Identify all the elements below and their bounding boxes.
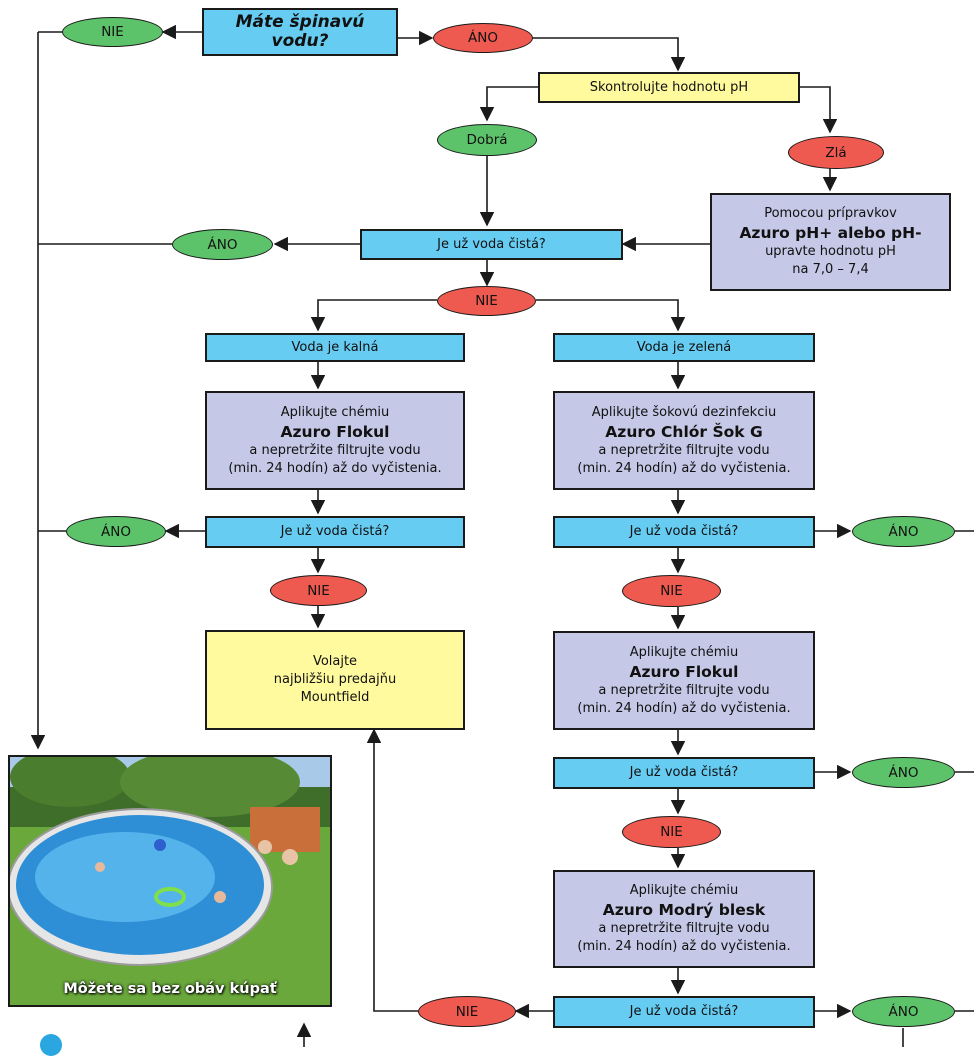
ph-adjust-box: Pomocou prípravkov Azuro pH+ alebo pH- u…: [710, 193, 951, 291]
start-yes-oval: ÁNO: [433, 23, 533, 53]
question-box-1: Je už voda čistá?: [360, 229, 623, 260]
question-label-4: Je už voda čistá?: [629, 765, 739, 780]
call-dealer-box: Volajte najbližšiu predajňu Mountfield: [205, 630, 465, 730]
no-label-4: NIE: [660, 824, 683, 840]
yes-label-1: ÁNO: [207, 236, 238, 253]
start-yes-label: ÁNO: [468, 30, 498, 46]
blesk-product: Azuro Modrý blesk: [602, 901, 766, 919]
ph-good-oval: Dobrá: [437, 124, 537, 156]
blesk-line3: a nepretržite filtrujte vodu: [598, 921, 770, 936]
cloudy-water-label: Voda je kalná: [291, 339, 379, 355]
flokul-left-line3: a nepretržite filtrujte vodu: [249, 442, 421, 458]
question-box-5: Je už voda čistá?: [553, 996, 815, 1028]
blesk-box: Aplikujte chémiu Azuro Modrý blesk a nep…: [553, 870, 815, 968]
shock-box: Aplikujte šokovú dezinfekciu Azuro Chlór…: [553, 391, 815, 490]
question-label-3: Je už voda čistá?: [629, 524, 739, 539]
flokul-right-box: Aplikujte chémiu Azuro Flokul a nepretrž…: [553, 631, 815, 730]
no-oval-3: NIE: [622, 575, 721, 607]
blesk-line4: (min. 24 hodín) až do vyčistenia.: [577, 939, 791, 954]
ph-adjust-line3: upravte hodnotu pH: [765, 244, 896, 259]
pool-photo-illustration: [10, 757, 330, 1005]
no-label-2: NIE: [307, 582, 330, 599]
blesk-line1: Aplikujte chémiu: [629, 883, 739, 898]
ph-adjust-line4: na 7,0 – 7,4: [792, 262, 869, 277]
flokul-right-line4: (min. 24 hodín) až do vyčistenia.: [577, 700, 791, 716]
yes-oval-4: ÁNO: [852, 757, 955, 788]
flokul-left-product: Azuro Flokul: [280, 422, 390, 441]
flokul-left-line4: (min. 24 hodín) až do vyčistenia.: [228, 460, 442, 476]
no-oval-2: NIE: [270, 575, 367, 606]
no-label-3: NIE: [660, 583, 683, 599]
start-question-line1: Máte špinavú: [235, 12, 365, 32]
shock-line3: a nepretržite filtrujte vodu: [598, 442, 770, 458]
no-oval-4: NIE: [622, 816, 721, 848]
call-dealer-line2: najbližšiu predajňu: [273, 672, 397, 687]
start-question-box: Máte špinavú vodu?: [202, 8, 398, 56]
yes-oval-2: ÁNO: [66, 516, 166, 547]
green-water-label: Voda je zelená: [636, 339, 732, 355]
ph-adjust-product: Azuro pH+ alebo pH-: [739, 224, 922, 242]
green-water-box: Voda je zelená: [553, 333, 815, 362]
ph-check-box: Skontrolujte hodnotu pH: [538, 72, 800, 103]
flokul-right-line1: Aplikujte chémiu: [629, 644, 739, 660]
no-label-5: NIE: [455, 1003, 479, 1020]
ph-bad-oval: Zlá: [788, 136, 884, 169]
question-box-4: Je už voda čistá?: [553, 757, 815, 789]
cloudy-water-box: Voda je kalná: [205, 333, 465, 362]
question-box-3: Je už voda čistá?: [553, 516, 815, 548]
flokul-left-line1: Aplikujte chémiu: [280, 404, 390, 420]
start-no-label: NIE: [101, 24, 124, 40]
no-oval-5: NIE: [418, 996, 516, 1027]
yes-label-4: ÁNO: [888, 764, 919, 781]
question-label-1: Je už voda čistá?: [437, 236, 546, 252]
pool-photo: Môžete sa bez obáv kúpať: [8, 755, 332, 1007]
ph-adjust-line1: Pomocou prípravkov: [764, 206, 897, 221]
ph-bad-label: Zlá: [825, 144, 847, 161]
ph-good-label: Dobrá: [466, 132, 508, 148]
shock-product: Azuro Chlór Šok G: [605, 422, 763, 441]
no-label-1: NIE: [475, 293, 498, 309]
question-box-2: Je už voda čistá?: [205, 516, 465, 548]
shock-line4: (min. 24 hodín) až do vyčistenia.: [577, 460, 791, 476]
question-label-2: Je už voda čistá?: [280, 524, 390, 539]
flokul-right-line3: a nepretržite filtrujte vodu: [598, 682, 770, 698]
yes-label-3: ÁNO: [888, 523, 919, 540]
call-dealer-line1: Volajte: [312, 654, 358, 669]
yes-label-5: ÁNO: [888, 1003, 919, 1020]
question-label-5: Je už voda čistá?: [629, 1004, 739, 1019]
yes-label-2: ÁNO: [101, 523, 131, 540]
yes-oval-1: ÁNO: [172, 229, 273, 260]
start-no-oval: NIE: [62, 17, 163, 47]
start-question-line2: vodu?: [271, 31, 329, 51]
ph-check-label: Skontrolujte hodnotu pH: [589, 79, 749, 95]
shock-line1: Aplikujte šokovú dezinfekciu: [591, 404, 777, 420]
flokul-right-product: Azuro Flokul: [629, 662, 739, 681]
brand-logo-icon: [40, 1034, 62, 1056]
yes-oval-5: ÁNO: [852, 996, 955, 1027]
call-dealer-line3: Mountfield: [300, 690, 370, 705]
yes-oval-3: ÁNO: [852, 516, 955, 547]
no-oval-1: NIE: [437, 286, 536, 316]
photo-caption: Môžete sa bez obáv kúpať: [63, 981, 277, 997]
flokul-left-box: Aplikujte chémiu Azuro Flokul a nepretrž…: [205, 391, 465, 490]
